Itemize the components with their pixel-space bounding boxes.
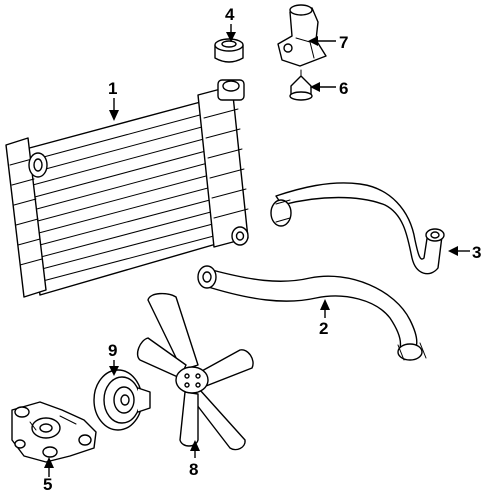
fan-blade[interactable] — [136, 292, 254, 451]
callout-9: 9 — [108, 341, 117, 360]
water-pump[interactable] — [11, 401, 97, 463]
radiator-cap[interactable] — [214, 38, 244, 63]
radiator-fins — [24, 111, 230, 283]
callout-8: 8 — [189, 460, 198, 479]
callout-7: 7 — [339, 33, 348, 52]
thermostat[interactable] — [289, 69, 313, 101]
callout-5: 5 — [43, 475, 52, 494]
radiator[interactable] — [5, 79, 249, 298]
upper-hose[interactable] — [270, 182, 445, 275]
callout-6: 6 — [339, 79, 348, 98]
upper-hose-end — [270, 199, 292, 227]
callout-3: 3 — [472, 243, 481, 262]
lower-hose[interactable] — [197, 265, 427, 361]
fan-clutch-pulley[interactable] — [93, 369, 151, 431]
callout-1: 1 — [108, 79, 117, 98]
fan-hub — [175, 366, 209, 394]
lower-hose-end-2 — [397, 343, 423, 361]
radiator-left-tank — [5, 137, 47, 298]
thermostat-housing[interactable] — [277, 4, 327, 67]
callout-4: 4 — [225, 5, 235, 24]
callout-2: 2 — [319, 319, 328, 338]
callout-leaders — [44, 24, 470, 477]
